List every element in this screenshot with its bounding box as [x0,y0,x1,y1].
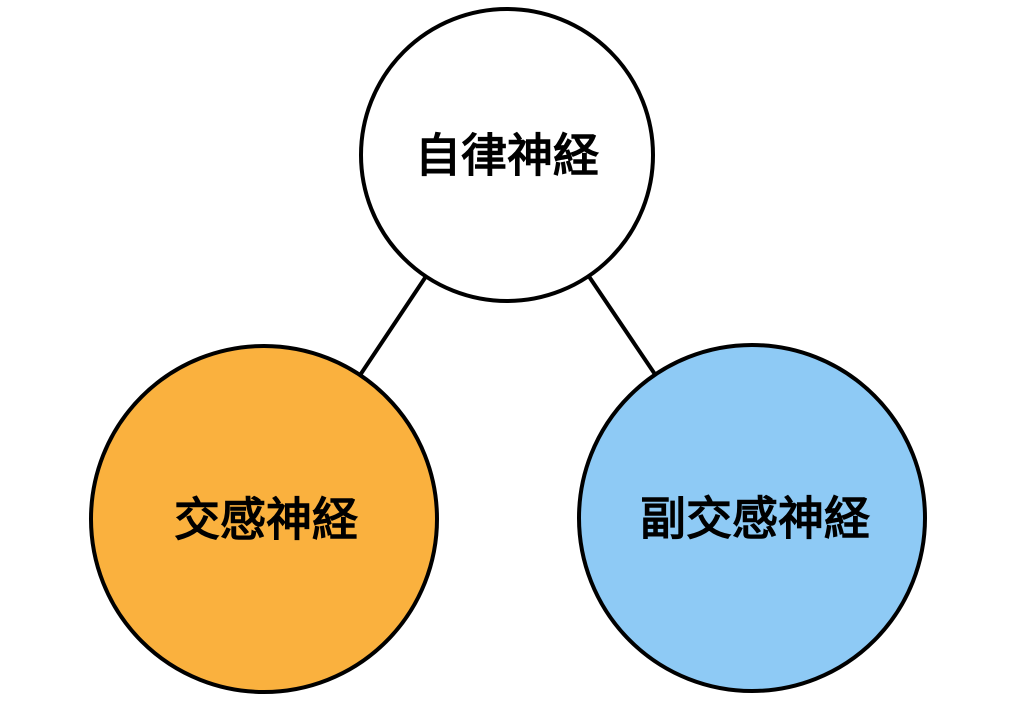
node-sympathetic-label: 交感神経 [174,494,359,546]
node-parasympathetic-label: 副交感神経 [640,493,871,545]
node-sympathetic-circle [89,344,439,694]
node-autonomic-circle [359,7,655,303]
node-parasympathetic-circle [577,343,927,693]
node-autonomic-label: 自律神経 [415,130,600,182]
